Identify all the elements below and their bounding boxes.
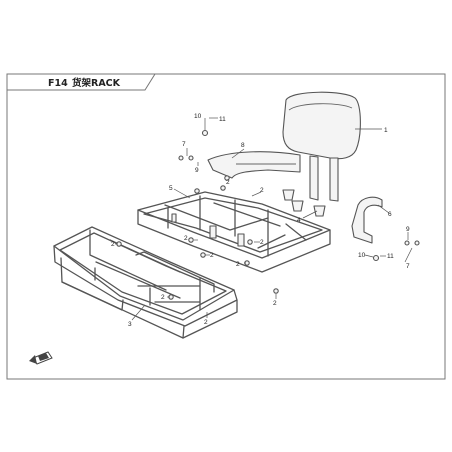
- callout-11: 11: [387, 253, 394, 260]
- callout-9: 9: [195, 167, 199, 174]
- bracket-8-part: [207, 151, 301, 179]
- callout-7: 7: [406, 263, 410, 270]
- callout-2: 2: [161, 294, 165, 301]
- diagram-border: [6, 73, 446, 380]
- callout-9: 9: [406, 226, 410, 233]
- callout-4: 4: [297, 217, 301, 224]
- callout-2: 2: [260, 187, 264, 194]
- callout-1: 1: [384, 127, 388, 134]
- title-tab: [6, 73, 156, 91]
- callout-7: 7: [182, 141, 186, 148]
- callout-2: 2: [260, 239, 264, 246]
- callout-2: 2: [184, 235, 188, 242]
- callout-2: 2: [111, 241, 115, 248]
- bolt-parts: [116, 129, 420, 300]
- callout-5: 5: [169, 185, 173, 192]
- callout-2: 2: [226, 179, 230, 186]
- callout-8: 8: [241, 142, 245, 149]
- title-code: F14: [48, 78, 68, 89]
- callout-6: 6: [388, 211, 392, 218]
- callout-2: 2: [204, 319, 208, 326]
- callout-2: 2: [210, 252, 214, 259]
- backrest-part: [282, 91, 361, 202]
- callout-10: 10: [358, 252, 366, 259]
- title-name: 货架RACK: [71, 77, 121, 89]
- front-direction-arrow-icon: [29, 351, 53, 365]
- rear-rack-part: [137, 191, 331, 273]
- front-rack-part: [53, 226, 238, 339]
- callout-2: 2: [236, 261, 240, 268]
- callout-3: 3: [128, 321, 132, 328]
- leader-lines: [115, 117, 413, 321]
- callout-10: 10: [194, 113, 202, 120]
- callout-2: 2: [273, 300, 277, 307]
- bracket-6-part: [351, 196, 383, 244]
- callout-11: 11: [219, 116, 226, 123]
- bumper-parts: [282, 189, 326, 217]
